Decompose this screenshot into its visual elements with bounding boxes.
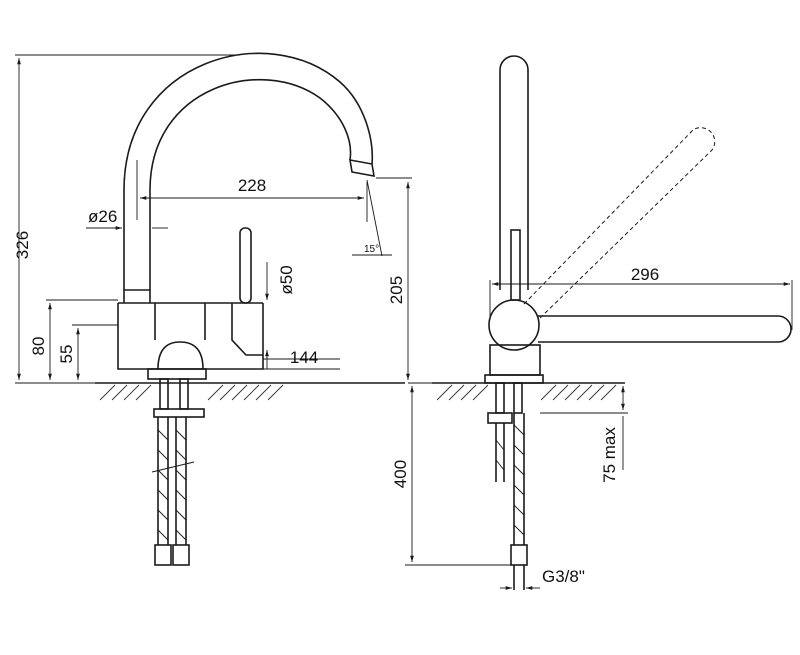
dim-spout-height: 205	[387, 276, 406, 304]
front-view	[15, 52, 412, 566]
dim-spout-angle: 15°	[364, 244, 379, 255]
supply-hoses-right	[487, 382, 528, 590]
side-view	[405, 55, 793, 590]
supply-hoses-left	[151, 378, 205, 566]
dim-hose-length: 400	[391, 460, 410, 488]
deck-hatching-right	[436, 384, 617, 401]
dim-body-depth: 144	[290, 348, 318, 367]
dim-lever-reach: 296	[631, 265, 659, 284]
dim-body-diameter: ø50	[277, 265, 296, 294]
dim-total-height: 326	[13, 231, 32, 259]
dim-spout-diameter: ø26	[88, 207, 117, 226]
dim-lever-height: 55	[57, 345, 76, 364]
dim-thread-size: G3/8"	[542, 567, 585, 586]
dim-deck-thickness: 75 max	[600, 427, 619, 483]
dim-body-height: 80	[29, 337, 48, 356]
deck-hatching-left	[99, 384, 284, 401]
dim-spout-reach: 228	[238, 176, 266, 195]
